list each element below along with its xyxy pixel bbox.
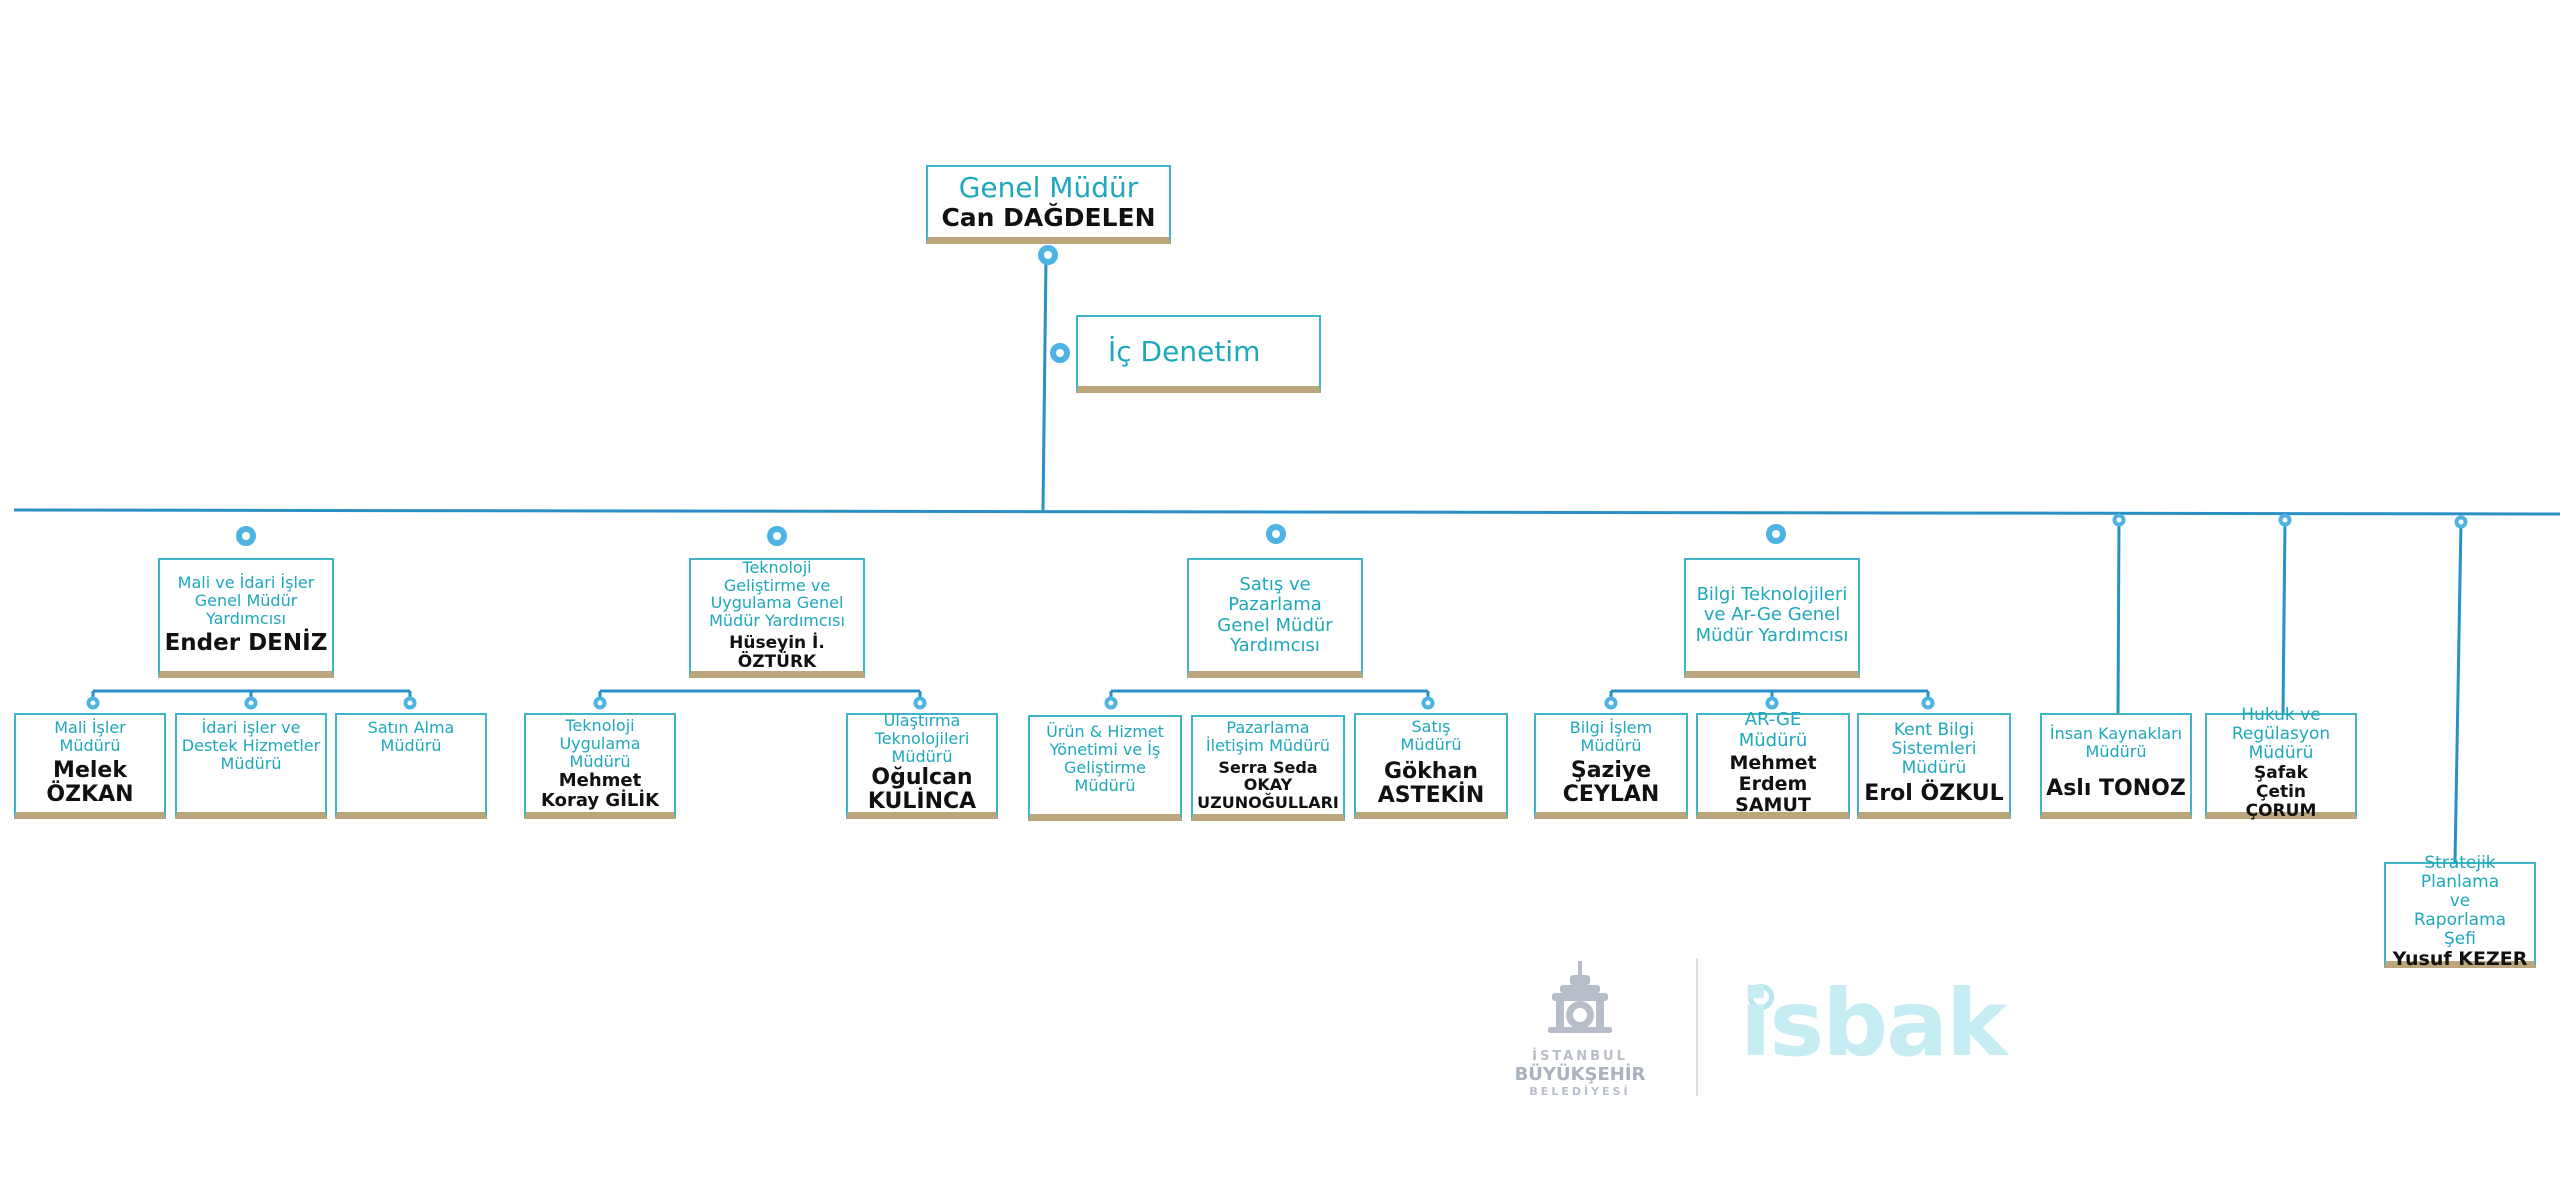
kent-bilgi-sistemleri-box[interactable]: Kent Bilgi Sistemleri Müdürü Erol ÖZKUL [1857,713,2011,819]
ibb-text-3: BELEDİYESİ [1529,1085,1631,1098]
hukuk-line [2281,519,2287,715]
box-name: Oğulcan KULİNCA [867,764,977,815]
ibb-text-1: İSTANBUL [1532,1049,1628,1064]
genel-mudur-box[interactable]: Genel Müdür Can DAĞDELEN [926,165,1171,244]
ic-denetim-box[interactable]: İç Denetim [1076,315,1321,393]
box-title: Ulaştırma Teknolojileri Müdürü [874,711,970,766]
box-title: Bilgi Teknolojileri ve Ar-Ge Genel Müdür… [1695,584,1849,646]
box-name: Şafak Çetin ÇORUM [2245,762,2317,821]
box-title: Bilgi İşlem Müdürü [1569,717,1653,755]
stratejik-planlama-box[interactable]: Stratejik Planlama ve Raporlama Şefi Yus… [2384,854,2536,971]
teknoloji-uygulama-box[interactable]: Teknoloji Uygulama Müdürü Mehmet Koray G… [524,713,676,819]
box-title: Satın Alma Müdürü [367,718,455,755]
ibb-text-2: BÜYÜKŞEHİR [1514,1064,1646,1085]
box-title: Satış ve Pazarlama Genel Müdür Yardımcıs… [1217,574,1333,656]
box-name: Yusuf KEZER [2392,948,2528,971]
satin-alma-box[interactable]: Satın Alma Müdürü [335,713,487,819]
box-title: İdari işler ve Destek Hizmetler Müdürü [181,718,321,773]
box-title: Mali ve İdari İşler Genel Müdür Yardımcı… [177,572,315,628]
strateji-line [2453,521,2463,863]
gmy-bilgi-teknolojileri-box[interactable]: Bilgi Teknolojileri ve Ar-Ge Genel Müdür… [1684,558,1860,678]
box-title: Ürün & Hizmet Yönetimi ve İş Geliştirme … [1046,722,1164,795]
isbak-logo: isbak [1740,970,2007,1080]
isbak-wordmark: isbak [1740,970,2007,1077]
box-name: Mehmet Erdem SAMUT [1729,751,1817,817]
ibb-logo: İSTANBUL BÜYÜKŞEHİR BELEDİYESİ [1500,955,1660,1105]
hukuk-regulasyon-box[interactable]: Hukuk ve Regülasyon Müdürü Şafak Çetin Ç… [2205,706,2357,821]
box-title: Satış Müdürü [1400,716,1462,754]
box-title: Genel Müdür [958,171,1139,205]
box-title: Teknoloji Geliştirme ve Uygulama Genel M… [709,557,845,631]
ik-line [2116,519,2121,715]
box-name: Mehmet Koray GİLİK [540,769,660,811]
box-title: Teknoloji Uygulama Müdürü [559,716,641,771]
main-bus [13,508,2560,516]
idari-isler-box[interactable]: İdari işler ve Destek Hizmetler Müdürü [175,713,327,819]
pazarlama-iletisim-box[interactable]: Pazarlama İletişim Müdürü Serra Seda OKA… [1191,715,1345,821]
box-title: Mali İşler Müdürü [54,717,126,755]
box-title: Kent Bilgi Sistemleri Müdürü [1891,719,1977,778]
box-name: Ender DENİZ [164,630,328,657]
box-title: AR-GE Müdürü [1738,709,1808,751]
insan-kaynaklari-box[interactable]: İnsan Kaynakları Müdürü Aslı TONOZ [2040,713,2192,819]
isbak-dot-icon [1748,984,1774,1010]
satis-mudurlugu-box[interactable]: Satış Müdürü Gökhan ASTEKİN [1354,713,1508,819]
box-name: Melek ÖZKAN [46,757,134,808]
box-name: Şaziye CEYLAN [1562,757,1660,808]
logo-divider [1696,958,1698,1096]
box-name: Aslı TONOZ [2046,776,2186,802]
mali-isler-box[interactable]: Mali İşler Müdürü Melek ÖZKAN [14,713,166,819]
box-name: Can DAĞDELEN [941,202,1156,232]
box-title: Hukuk ve Regülasyon Müdürü [2231,705,2331,764]
arge-box[interactable]: AR-GE Müdürü Mehmet Erdem SAMUT [1696,709,1850,819]
gmy-satis-pazarlama-box[interactable]: Satış ve Pazarlama Genel Müdür Yardımcıs… [1187,558,1363,678]
ulastirma-teknolojileri-box[interactable]: Ulaştırma Teknolojileri Müdürü Oğulcan K… [846,711,998,819]
gmy-teknoloji-box[interactable]: Teknoloji Geliştirme ve Uygulama Genel M… [689,558,865,678]
gmy-mali-idari-box[interactable]: Mali ve İdari İşler Genel Müdür Yardımcı… [158,558,334,678]
box-title: İç Denetim [1108,334,1261,368]
box-name: Hüseyin İ. ÖZTÜRK [729,633,825,673]
box-title: İnsan Kaynakları Müdürü [2049,724,2183,762]
urun-hizmet-box[interactable]: Ürün & Hizmet Yönetimi ve İş Geliştirme … [1028,715,1182,821]
box-name: Serra Seda OKAY UZUNOĞULLARI [1197,757,1339,813]
box-title: Stratejik Planlama ve Raporlama Şefi [2413,853,2507,950]
box-title: Pazarlama İletişim Müdürü [1205,717,1331,755]
ibb-emblem-icon [1548,961,1612,1033]
trunk-line [1041,257,1048,511]
box-name: Gökhan ASTEKİN [1377,758,1485,809]
box-name: Erol ÖZKUL [1864,780,2004,806]
bilgi-islem-box[interactable]: Bilgi İşlem Müdürü Şaziye CEYLAN [1534,713,1688,819]
